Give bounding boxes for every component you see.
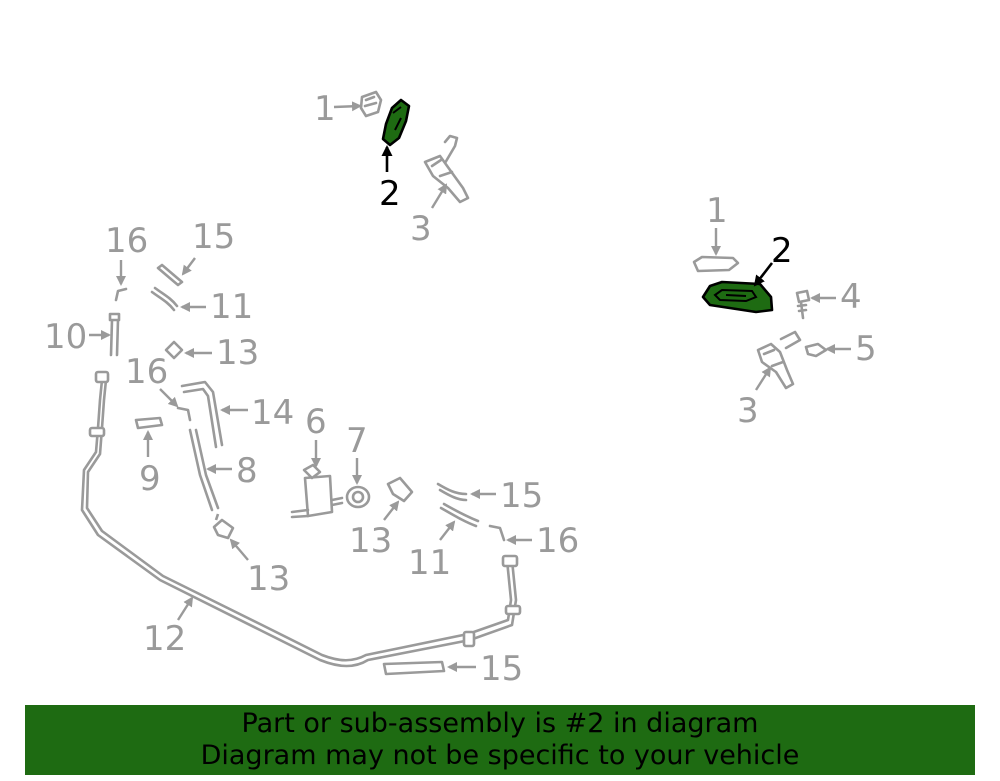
- callout-13b: 13: [247, 559, 290, 599]
- banner-line-2: Diagram may not be specific to your vehi…: [200, 740, 800, 771]
- part-10-hose[interactable]: [108, 312, 121, 357]
- part-13-clip-lower-left[interactable]: [212, 513, 235, 540]
- part-16-elbow-upper[interactable]: [114, 287, 128, 302]
- callout-15c: 15: [480, 649, 523, 689]
- callout-10: 10: [44, 317, 87, 357]
- part-12-main-hose[interactable]: [80, 370, 522, 668]
- leader-12: [176, 596, 194, 621]
- part-16-elbow-lower[interactable]: [488, 524, 506, 542]
- callout-11a: 11: [210, 287, 253, 327]
- callout-top-3: 3: [410, 209, 432, 249]
- callout-14: 14: [251, 393, 294, 433]
- callout-right-3: 3: [737, 391, 759, 431]
- callout-16a: 16: [105, 221, 148, 261]
- callout-9: 9: [139, 459, 161, 499]
- callout-right-5: 5: [855, 329, 877, 369]
- leader-top-3: [430, 183, 448, 209]
- leader-right-2: [753, 262, 774, 287]
- callout-right-4: 4: [840, 277, 862, 317]
- leader-15a: [181, 257, 196, 276]
- part-15-hose-upper[interactable]: [156, 263, 184, 287]
- callout-6: 6: [305, 402, 327, 442]
- top-part-1-clip[interactable]: [359, 90, 383, 118]
- callout-13c: 13: [349, 521, 392, 561]
- callout-top-2: 2: [379, 174, 401, 214]
- callout-16b: 16: [125, 352, 168, 392]
- part-6-washer-pump[interactable]: [290, 463, 344, 519]
- leader-right-3: [754, 366, 772, 391]
- callout-8: 8: [236, 451, 258, 491]
- part-15-hose-middle[interactable]: [436, 482, 468, 502]
- part-13-connector-middle[interactable]: [386, 476, 414, 503]
- part-9-hose[interactable]: [134, 416, 164, 430]
- part-11-hose-upper[interactable]: [150, 286, 179, 312]
- right-part-3-washer-nozzle[interactable]: [756, 330, 802, 390]
- callout-16c: 16: [536, 521, 579, 561]
- part-15-hose-lower[interactable]: [382, 660, 446, 676]
- part-16-elbow-middle[interactable]: [176, 406, 192, 422]
- leader-13b: [229, 538, 249, 561]
- right-part-4-bolt[interactable]: [795, 289, 811, 320]
- callout-right-2: 2: [771, 231, 793, 271]
- part-11-hose-middle[interactable]: [439, 502, 480, 528]
- info-banner: Part or sub-assembly is #2 in diagram Di…: [25, 705, 975, 775]
- callout-12: 12: [143, 619, 186, 659]
- right-part-1-cover[interactable]: [692, 255, 740, 273]
- leader-13c: [383, 500, 400, 521]
- part-13-clip-upper[interactable]: [164, 340, 184, 360]
- top-part-2-highlighted[interactable]: [381, 98, 411, 147]
- callout-11b: 11: [408, 543, 451, 583]
- callout-13a: 13: [216, 333, 259, 373]
- callout-7: 7: [346, 421, 368, 461]
- callout-15a: 15: [192, 217, 235, 257]
- part-8-hose[interactable]: [188, 428, 220, 512]
- right-part-5-clip[interactable]: [804, 342, 828, 358]
- right-part-2-highlighted[interactable]: [701, 280, 774, 314]
- leader-11b: [439, 520, 456, 541]
- banner-line-1: Part or sub-assembly is #2 in diagram: [241, 708, 759, 739]
- top-part-3-washer-nozzle[interactable]: [423, 134, 470, 204]
- callout-15b: 15: [500, 476, 543, 516]
- part-7-grommet[interactable]: [345, 485, 371, 509]
- part-14-hose[interactable]: [180, 380, 224, 449]
- callout-top-1: 1: [314, 89, 336, 129]
- callout-right-1: 1: [706, 191, 728, 231]
- leader-top-1: [333, 101, 362, 112]
- leader-16b: [159, 388, 179, 408]
